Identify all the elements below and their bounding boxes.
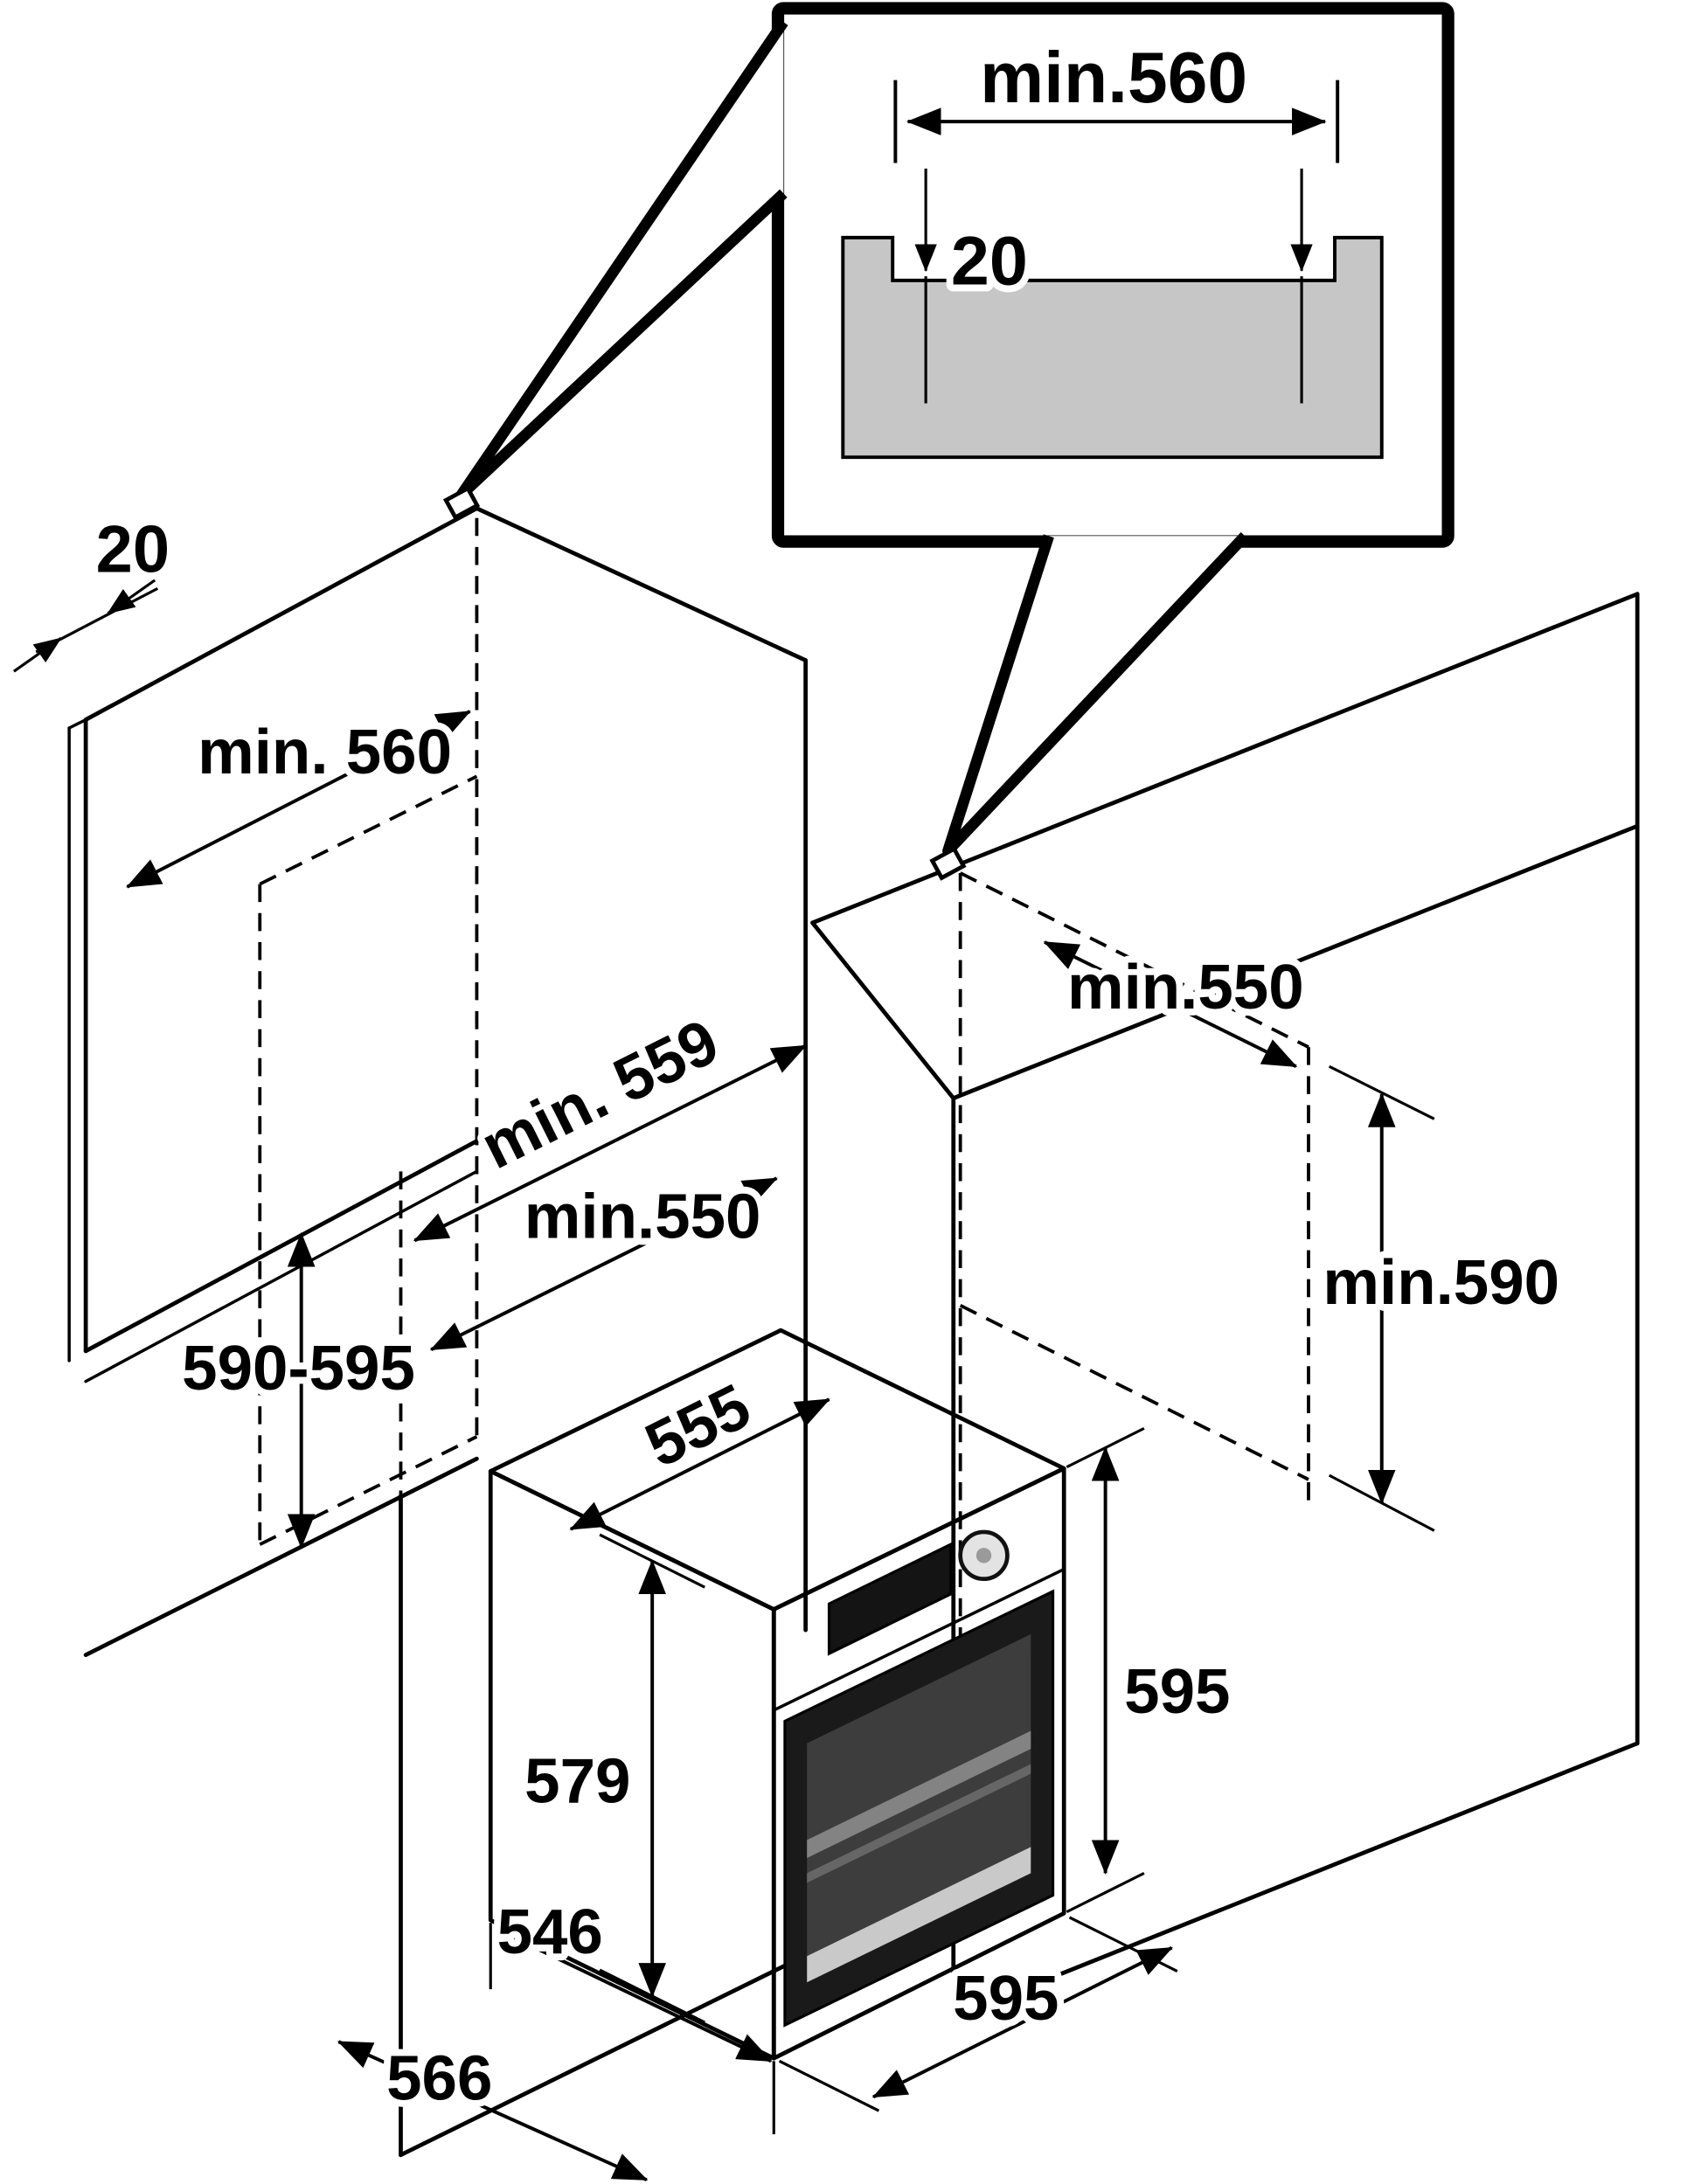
oven-knob-center <box>975 1548 992 1563</box>
dim-oven-total-depth: 566 <box>337 2036 649 2182</box>
oven-display <box>827 1542 953 1656</box>
tall-niche-height-label: 590-595 <box>182 1333 415 1404</box>
dim-panel-thickness: 20 <box>13 505 177 673</box>
callout-edge-offset-label: 20 <box>951 222 1028 300</box>
oven-body-width-label: 555 <box>635 1370 761 1481</box>
dim-oven-body-depth: 546 <box>489 1889 775 2135</box>
oven-total-depth-label: 566 <box>386 2043 492 2114</box>
oven-front-height-label: 595 <box>1124 1656 1230 1727</box>
oven-glass-reflection <box>807 1730 1031 1858</box>
tall-niche-depth-label: min.550 <box>524 1181 761 1251</box>
callout-anchor-marker-left <box>442 485 481 521</box>
dim-tall-niche-depth: min.550 <box>429 1174 778 1352</box>
oven-front-width-label: 595 <box>953 1963 1059 2034</box>
oven-front-face <box>771 1466 1066 2061</box>
dim-oven-front-height: 595 <box>1066 1426 1237 1914</box>
base-niche-depth-label: min.550 <box>1067 952 1304 1023</box>
callout-tail-lower <box>942 531 1249 856</box>
callout-tail-upper <box>455 18 788 501</box>
panel-thickness-label: 20 <box>96 512 170 586</box>
oven-body-height-label: 579 <box>524 1746 630 1817</box>
countertop-profile <box>841 235 1384 460</box>
oven <box>488 1328 1066 2061</box>
callout: min.560 20 <box>455 2 1455 856</box>
dim-tall-niche-height: 590-595 <box>175 1231 422 1549</box>
dim-tall-niche-width: min. 560 <box>126 710 471 889</box>
callout-width-label: min.560 <box>980 38 1247 118</box>
callout-anchor-marker-right <box>929 846 967 881</box>
dim-base-niche-depth: min.550 <box>1043 940 1311 1069</box>
oven-glass-reflection-2 <box>807 1764 1031 1883</box>
tall-front-clearance-label: min. 559 <box>470 1006 729 1182</box>
tall-niche-width-label: min. 560 <box>198 717 452 787</box>
dim-oven-front-width: 595 <box>778 1916 1178 2112</box>
base-niche-height-label: min.590 <box>1323 1247 1559 1318</box>
oven-body-depth-label: 546 <box>497 1896 603 1967</box>
oven-door-bottom-band <box>807 1847 1031 1983</box>
dim-base-niche-height: min.590 <box>1316 1064 1566 1532</box>
dim-oven-body-width: 555 <box>569 1363 830 1531</box>
